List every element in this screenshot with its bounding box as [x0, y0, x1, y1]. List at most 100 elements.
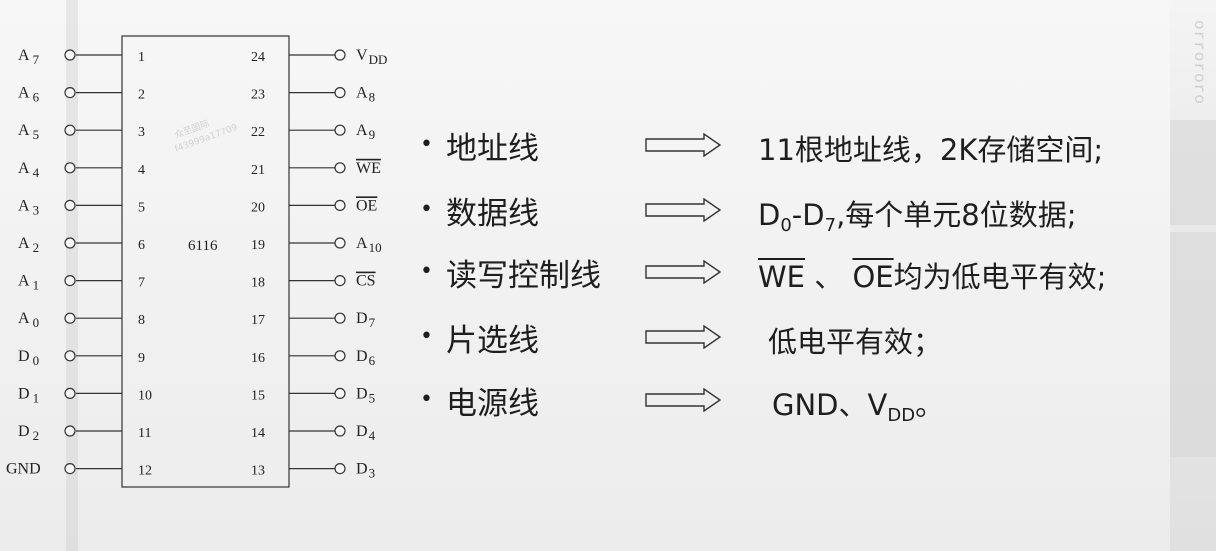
pin-label: OE [356, 197, 377, 214]
pin-terminal [64, 275, 76, 287]
bullet-topic: 电源线 [446, 385, 539, 422]
pin-number: 7 [138, 276, 145, 291]
pin-terminal [334, 425, 346, 437]
pin-terminal [334, 199, 346, 211]
double-arrow-icon [645, 260, 722, 284]
pin-number: 19 [251, 238, 265, 253]
pin-number: 11 [138, 426, 151, 441]
double-arrow-icon [645, 388, 722, 412]
pin-terminal [64, 199, 76, 211]
bullet-topic: 数据线 [446, 195, 539, 232]
pin-number: 10 [138, 388, 152, 403]
pin-17: D7 17 [251, 310, 376, 330]
side-text: orrororo [1190, 20, 1208, 105]
pin-label: D7 [356, 310, 376, 330]
deco-tab [1170, 232, 1216, 457]
pin-number: 24 [251, 50, 265, 65]
bullet-row-chip-select: • 片选线 低电平有效； [420, 317, 942, 360]
pin-terminal [334, 124, 346, 136]
pin-terminal [334, 350, 346, 362]
pin-terminal [334, 162, 346, 174]
pin-terminal [334, 237, 346, 249]
pin-terminal [334, 86, 346, 99]
double-arrow-icon [645, 133, 722, 157]
pin-number: 17 [251, 313, 265, 328]
pin-number: 3 [138, 125, 145, 140]
bullet-row-address: • 地址线 11根地址线，2K存储空间; [420, 125, 1103, 168]
pin-label: CS [356, 273, 376, 290]
pin-19: A10 19 [251, 235, 382, 255]
bullet-topic: 片选线 [446, 322, 539, 359]
pin-terminal [64, 124, 76, 136]
double-arrow-icon [645, 325, 722, 349]
deco-tab [1170, 120, 1216, 225]
pin-label: A10 [356, 235, 382, 255]
pin-label: WE [356, 160, 381, 177]
pin-label: D3 [356, 461, 375, 481]
pin-terminal [64, 49, 76, 61]
bullet-topic: 读写控制线 [446, 257, 601, 294]
pin-terminal [64, 350, 76, 362]
pin-label: A9 [356, 122, 375, 142]
bullet-description: 低电平有效； [768, 325, 943, 359]
pin-24: VDD 24 [251, 47, 387, 67]
pin-terminal [64, 463, 76, 475]
pin-number: 5 [138, 200, 145, 215]
bullet-marker: • [420, 387, 433, 412]
pin-label: VDD [356, 47, 387, 67]
bullet-description: GND、VDD。 [772, 388, 945, 426]
bullet-marker: • [420, 324, 433, 349]
pin-label: D6 [356, 348, 376, 368]
pin-number: 21 [251, 163, 265, 178]
bullet-row-rw-control: • 读写控制线 WE 、 OE均为低电平有效; [420, 252, 1106, 295]
bullet-marker: • [420, 132, 433, 157]
pin-terminal [334, 275, 346, 287]
pin-number: 18 [251, 276, 265, 291]
pin-number: 4 [138, 163, 145, 178]
pin-terminal [334, 463, 346, 475]
bullet-topic: 地址线 [446, 130, 539, 167]
bullet-description: WE 、 OE均为低电平有效; [758, 260, 1107, 294]
pin-number: 9 [138, 351, 145, 366]
bullet-row-data: • 数据线 D0-D7,每个单元8位数据; [420, 190, 1077, 237]
chip-body [121, 35, 290, 488]
double-arrow-icon [645, 198, 722, 222]
pin-label: D4 [356, 423, 376, 443]
pin-terminal [64, 162, 76, 174]
chip-name: 6116 [188, 238, 218, 254]
pin-terminal [334, 49, 346, 61]
pin-number: 1 [138, 50, 145, 65]
pin-terminal [334, 387, 346, 399]
pin-21: WE 21 [251, 160, 381, 178]
pin-terminal [64, 312, 76, 324]
pin-terminal [334, 312, 346, 324]
pin-number: 22 [251, 125, 265, 140]
pin-number: 8 [138, 313, 145, 328]
right-decoration: orrororo [1170, 0, 1216, 551]
pin-terminal [64, 237, 76, 249]
pin-label: GND [6, 461, 41, 478]
